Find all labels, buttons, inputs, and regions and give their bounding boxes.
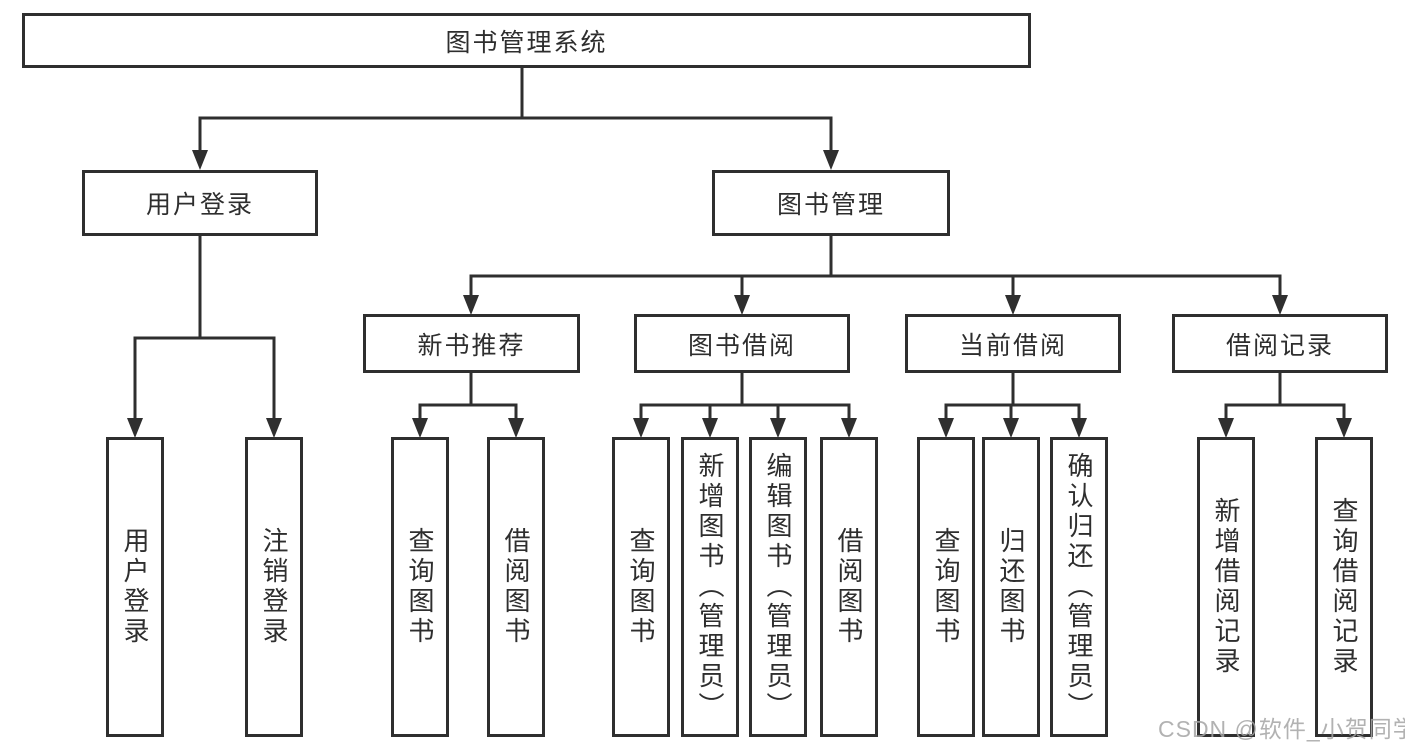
- node-label: 图书借阅: [687, 331, 796, 360]
- node-label: 归还图书: [996, 527, 1026, 647]
- node-label: 用户登录: [145, 191, 254, 219]
- node-label: 查询图书: [626, 527, 656, 647]
- node-label: 图书管理: [776, 191, 885, 219]
- node-label: 查询借阅记录: [1329, 497, 1359, 677]
- node-leaf-query-books-recommend: 查询图书: [391, 437, 449, 737]
- node-leaf-add-book-admin: 新增图书（管理员）: [681, 437, 739, 737]
- node-leaf-add-borrow-record: 新增借阅记录: [1197, 437, 1255, 737]
- connector-bookmgmt-to-level3: [469, 234, 1282, 299]
- node-leaf-query-books-current: 查询图书: [917, 437, 975, 737]
- connector-userlogin-to-leaves: [133, 234, 276, 422]
- arrowheads-level2: [192, 150, 839, 170]
- node-label: 当前借阅: [958, 331, 1067, 360]
- connector-currentborrow-to-leaves: [944, 371, 1081, 423]
- node-new-book-recommendation: 新书推荐: [363, 314, 580, 373]
- arrowheads-leaf-nodes: [412, 418, 1352, 438]
- node-label: 编辑图书（管理员）: [763, 452, 793, 722]
- connector-bookborrow-to-leaves: [639, 371, 851, 423]
- connector-root-to-level2: [198, 66, 833, 154]
- node-leaf-borrow-books-recommend: 借阅图书: [487, 437, 545, 737]
- node-label: 新增借阅记录: [1211, 497, 1241, 677]
- connector-borrowrecords-to-leaves: [1224, 371, 1346, 423]
- node-leaf-query-books-borrowing: 查询图书: [612, 437, 670, 737]
- node-book-borrowing: 图书借阅: [634, 314, 850, 373]
- arrowheads-userlogin-leaves: [127, 418, 282, 438]
- node-label: 借阅图书: [834, 527, 864, 647]
- node-leaf-edit-book-admin: 编辑图书（管理员）: [749, 437, 807, 737]
- node-user-login-branch: 用户登录: [82, 170, 318, 236]
- node-leaf-logout: 注销登录: [245, 437, 303, 737]
- node-label: 查询图书: [405, 527, 435, 647]
- node-label: 借阅记录: [1225, 331, 1334, 360]
- node-label: 新增图书（管理员）: [695, 452, 725, 722]
- node-library-management-system: 图书管理系统: [22, 13, 1031, 68]
- node-label: 注销登录: [259, 527, 289, 647]
- node-leaf-user-login: 用户登录: [106, 437, 164, 737]
- node-leaf-borrow-books-borrowing: 借阅图书: [820, 437, 878, 737]
- node-label: 确认归还（管理员）: [1064, 452, 1094, 722]
- node-leaf-return-book: 归还图书: [982, 437, 1040, 737]
- node-label: 图书管理系统: [445, 28, 608, 57]
- csdn-watermark: CSDN @软件_小贺同学: [1158, 716, 1405, 742]
- node-label: 查询图书: [931, 527, 961, 647]
- node-label: 借阅图书: [501, 527, 531, 647]
- node-current-borrowing: 当前借阅: [905, 314, 1121, 373]
- arrowheads-level3: [463, 295, 1288, 315]
- node-leaf-query-borrow-record: 查询借阅记录: [1315, 437, 1373, 737]
- connector-newbook-to-leaves: [418, 371, 518, 423]
- node-borrowing-records: 借阅记录: [1172, 314, 1388, 373]
- node-book-management-branch: 图书管理: [712, 170, 950, 236]
- node-leaf-confirm-return-admin: 确认归还（管理员）: [1050, 437, 1108, 737]
- node-label: 用户登录: [120, 527, 150, 647]
- node-label: 新书推荐: [417, 331, 526, 360]
